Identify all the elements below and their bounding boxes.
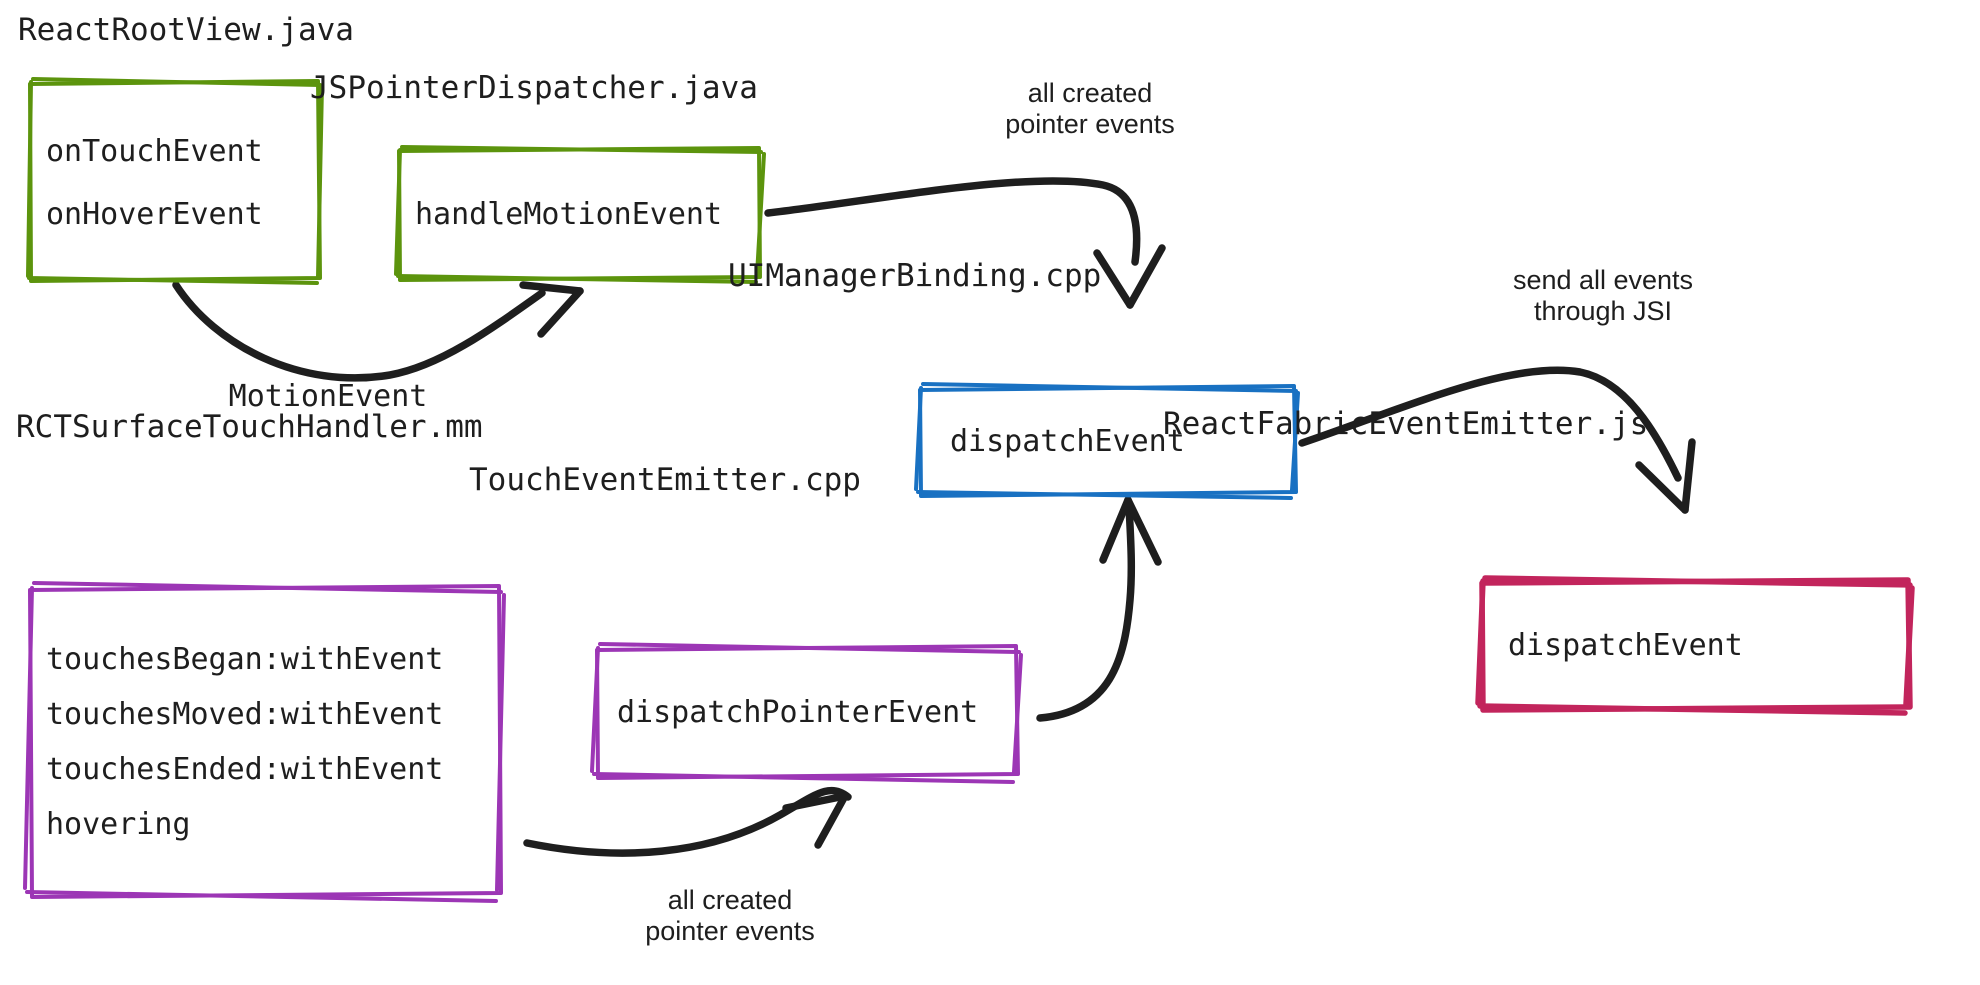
- edge-label-android-pointer-events: all created pointer events: [1005, 78, 1175, 140]
- arrow-emitter-to-binding-head-b: [1124, 496, 1162, 566]
- arrow-emitter-to-binding: [1036, 501, 1136, 722]
- node-item-dispatch-pointer-event: dispatchPointerEvent: [617, 694, 979, 730]
- arrow-ios-pointer-events-head-b: [814, 792, 849, 849]
- arrow-android-pointer-events-head-b: [1126, 244, 1166, 309]
- arrow-jsi-bridge-head-a: [1635, 461, 1689, 514]
- node-item-touches-began: touchesBegan:withEvent: [46, 642, 444, 677]
- node-title-ui-manager-binding: UIManagerBinding.cpp: [728, 258, 1102, 294]
- arrow-motion-event-head-b: [537, 287, 584, 338]
- arrow-motion-event-head-a: [519, 281, 584, 295]
- arrow-ios-pointer-events-head-a: [782, 792, 849, 812]
- arrow-android-pointer-events: [764, 177, 1141, 266]
- node-title-react-root-view: ReactRootView.java: [18, 12, 354, 48]
- node-border-rct-surface-touch-handler: [23, 581, 506, 903]
- node-touch-event-emitter[interactable]: dispatchPointerEvent: [597, 648, 1017, 776]
- arrow-jsi-bridge-head-b: [1681, 438, 1696, 514]
- arrow-motion-event: [172, 281, 546, 382]
- node-react-root-view[interactable]: onTouchEvent onHoverEvent: [30, 84, 320, 281]
- node-border-react-fabric-event-emitter: [1475, 575, 1915, 716]
- edge-label-motion-event: MotionEvent: [228, 379, 428, 414]
- node-rct-surface-touch-handler[interactable]: touchesBegan:withEvent touchesMoved:with…: [30, 588, 500, 896]
- node-react-fabric-event-emitter[interactable]: dispatchEvent: [1482, 581, 1910, 709]
- node-title-js-pointer-dispatcher: JSPointerDispatcher.java: [310, 70, 758, 106]
- node-title-rct-surface-touch-handler: RCTSurfaceTouchHandler.mm: [16, 409, 483, 445]
- node-item-handle-motion-event: handleMotionEvent: [415, 197, 723, 232]
- node-item-on-hover-event: onHoverEvent: [46, 196, 263, 232]
- edge-label-ios-pointer-events: all created pointer events: [645, 885, 815, 947]
- node-border-react-root-view: [26, 77, 324, 285]
- node-item-dispatch-event-js: dispatchEvent: [1508, 627, 1743, 663]
- arrow-emitter-to-binding-head-a: [1099, 496, 1132, 564]
- node-border-touch-event-emitter: [590, 642, 1023, 784]
- node-title-touch-event-emitter: TouchEventEmitter.cpp: [469, 462, 861, 498]
- node-js-pointer-dispatcher[interactable]: handleMotionEvent: [399, 150, 760, 279]
- node-item-touches-ended: touchesEnded:withEvent: [46, 752, 444, 787]
- edge-label-jsi-bridge: send all events through JSI: [1512, 265, 1694, 327]
- node-title-react-fabric-event-emitter: ReactFabricEventEmitter.js: [1163, 406, 1649, 442]
- node-item-on-touch-event: onTouchEvent: [46, 133, 263, 169]
- node-item-touches-moved: touchesMoved:withEvent: [46, 697, 444, 732]
- arrow-ios-pointer-events: [523, 786, 852, 857]
- arrow-android-pointer-events-head-a: [1093, 249, 1134, 309]
- node-item-hovering: hovering: [46, 807, 191, 842]
- node-border-js-pointer-dispatcher: [394, 145, 766, 284]
